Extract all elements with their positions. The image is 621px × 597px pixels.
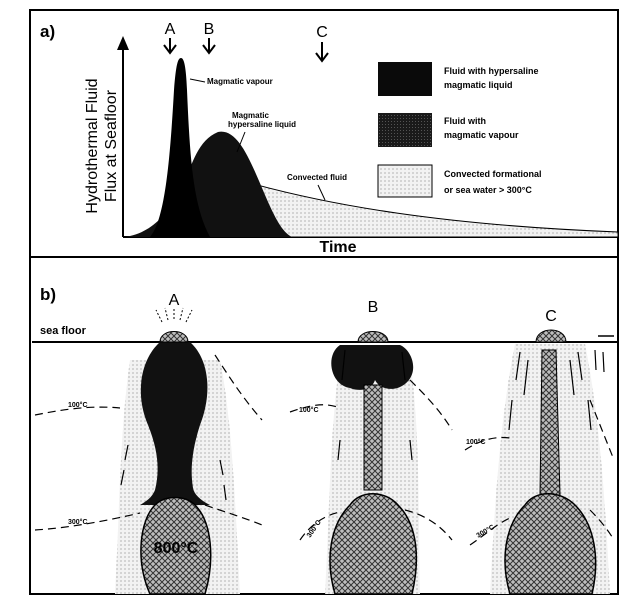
stage-b-vent-dome — [358, 332, 388, 343]
stage-a-100c-label: 100°C — [68, 401, 88, 409]
marker-a-label: A — [165, 21, 176, 38]
stage-b-label: B — [368, 299, 379, 316]
stage-b-conduit — [364, 385, 382, 490]
convected-fluid-area — [250, 183, 618, 237]
stage-c-300c-label: 300°C — [475, 523, 496, 540]
stage-c-conduit — [540, 350, 560, 495]
vapour-pointer — [190, 79, 205, 82]
stage-b: B 100°C 300°C — [290, 299, 452, 594]
legend-swatch-convected — [378, 165, 432, 197]
stage-c-vent-dome — [536, 330, 566, 342]
arrow-down-icon — [203, 38, 215, 53]
marker-a: A — [164, 21, 176, 53]
annotation-convected: Convected fluid — [287, 173, 347, 182]
magma-temperature-label: 800°C — [154, 540, 199, 557]
arrow-down-icon — [164, 38, 176, 53]
stage-a: A 800°C 100°C 300°C — [35, 292, 262, 594]
legend-convected-line1: Convected formational — [444, 169, 542, 179]
y-axis-arrow-icon — [117, 36, 129, 50]
y-axis-label-line1: Hydrothermal Fluid — [84, 78, 101, 213]
y-axis-label-line2: Flux at Seafloor — [103, 89, 120, 202]
legend-swatch-liquid — [378, 62, 432, 96]
annotation-liquid-line2: hypersaline liquid — [228, 120, 296, 129]
legend-liquid-line2: magmatic liquid — [444, 80, 513, 90]
legend-vapour-line2: magmatic vapour — [444, 130, 519, 140]
stage-a-300c-label: 300°C — [68, 518, 88, 526]
legend: Fluid with hypersaline magmatic liquid F… — [378, 62, 542, 197]
panel-b: b) sea floor A 800°C 100°C 300°C — [32, 285, 618, 594]
stage-a-label: A — [169, 292, 180, 309]
stage-b-100c-label: 100°C — [299, 406, 319, 414]
panel-a-label: a) — [40, 22, 55, 41]
x-axis-label: Time — [319, 239, 356, 256]
convected-pointer — [318, 185, 325, 200]
stage-b-300c-label: 300°C — [305, 519, 323, 540]
stage-c: C 100°C 300°C — [465, 308, 614, 594]
sea-floor-label: sea floor — [40, 325, 87, 337]
stage-c-label: C — [545, 308, 557, 325]
annotation-vapour: Magmatic vapour — [207, 77, 273, 86]
stage-c-100c-label: 100°C — [466, 438, 486, 446]
stage-a-vent-dome — [160, 332, 188, 343]
annotation-liquid-line1: Magmatic — [232, 111, 269, 120]
hypersaline-liquid-area — [125, 132, 292, 237]
marker-c-label: C — [316, 24, 328, 41]
marker-c: C — [316, 24, 328, 61]
legend-liquid-line1: Fluid with hypersaline — [444, 66, 539, 76]
legend-vapour-line1: Fluid with — [444, 116, 486, 126]
legend-convected-line2: or sea water > 300°C — [444, 185, 532, 195]
panel-a: a) Hydrothermal Fluid Flux at Seafloor T… — [40, 21, 618, 256]
marker-b-label: B — [204, 21, 215, 38]
vent-plume-icon — [156, 307, 192, 322]
legend-swatch-vapour — [378, 113, 432, 147]
arrow-down-icon — [316, 42, 328, 61]
marker-b: B — [203, 21, 215, 53]
panel-b-label: b) — [40, 285, 56, 304]
